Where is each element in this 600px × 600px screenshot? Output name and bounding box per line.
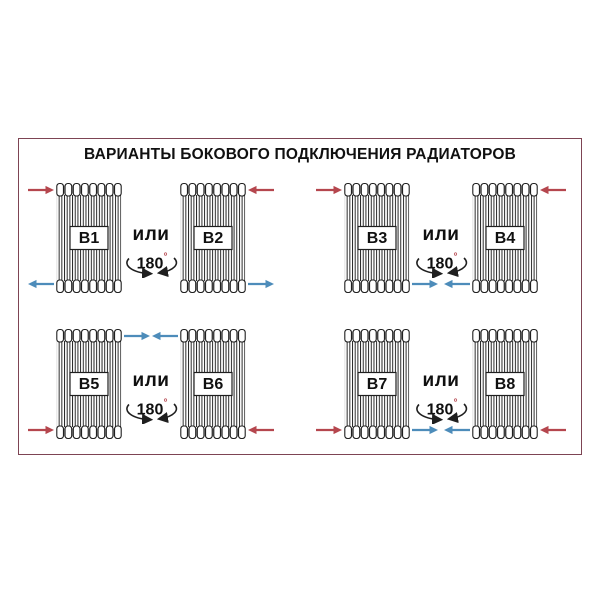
diagram-title: ВАРИАНТЫ БОКОВОГО ПОДКЛЮЧЕНИЯ РАДИАТОРОВ: [84, 146, 516, 163]
supply-arrow: [316, 425, 342, 435]
radiator-7: В7: [344, 328, 410, 440]
rotate-180-icon: 180 °: [416, 398, 468, 424]
return-arrow-icon: [444, 425, 470, 435]
or-label: или: [422, 370, 460, 391]
supply-arrow: [540, 185, 566, 195]
return-arrow-icon: [444, 279, 470, 289]
radiator-label: В2: [203, 230, 224, 247]
radiator-1: В1: [56, 182, 122, 294]
radiator-icon: В6: [180, 328, 246, 440]
return-arrow-icon: [412, 425, 438, 435]
degree-mark: °: [164, 398, 168, 409]
return-arrow-icon: [248, 279, 274, 289]
supply-arrow-icon: [248, 425, 274, 435]
or-label: или: [132, 370, 170, 391]
supply-arrow-icon: [540, 185, 566, 195]
rotate-180-icon: 180 °: [126, 252, 178, 278]
return-arrow: [444, 279, 470, 289]
radiator-2: В2: [180, 182, 246, 294]
or-connector: или 180 °: [413, 370, 469, 424]
return-arrow: [152, 331, 178, 341]
supply-arrow-icon: [248, 185, 274, 195]
rotation-value: 180: [427, 256, 454, 273]
supply-arrow: [248, 425, 274, 435]
or-connector: или 180 °: [123, 370, 179, 424]
return-arrow-icon: [412, 279, 438, 289]
supply-arrow: [28, 185, 54, 195]
return-arrow-icon: [124, 331, 150, 341]
degree-mark: °: [454, 252, 458, 263]
rotation-value: 180: [137, 402, 164, 419]
return-arrow: [444, 425, 470, 435]
radiator-8: В8: [472, 328, 538, 440]
return-arrow-icon: [152, 331, 178, 341]
return-arrow: [248, 279, 274, 289]
radiator-6: В6: [180, 328, 246, 440]
or-connector: или 180 °: [123, 224, 179, 278]
or-label: или: [132, 224, 170, 245]
supply-arrow-icon: [28, 185, 54, 195]
radiator-4: В4: [472, 182, 538, 294]
degree-mark: °: [164, 252, 168, 263]
rotation-value: 180: [427, 402, 454, 419]
supply-arrow-icon: [28, 425, 54, 435]
supply-arrow: [28, 425, 54, 435]
rotate-180-icon: 180 °: [416, 252, 468, 278]
supply-arrow-icon: [316, 425, 342, 435]
supply-arrow: [248, 185, 274, 195]
radiator-label: В5: [79, 376, 100, 393]
return-arrow: [28, 279, 54, 289]
radiator-icon: В3: [344, 182, 410, 294]
or-connector: или 180 °: [413, 224, 469, 278]
return-arrow: [124, 331, 150, 341]
supply-arrow: [540, 425, 566, 435]
radiator-label: В6: [203, 376, 224, 393]
supply-arrow-icon: [316, 185, 342, 195]
radiator-label: В7: [367, 376, 388, 393]
or-label: или: [422, 224, 460, 245]
radiator-label: В3: [367, 230, 388, 247]
radiator-label: В8: [495, 376, 516, 393]
radiator-icon: В2: [180, 182, 246, 294]
supply-arrow: [316, 185, 342, 195]
radiator-icon: В1: [56, 182, 122, 294]
degree-mark: °: [454, 398, 458, 409]
radiator-icon: В5: [56, 328, 122, 440]
radiator-5: В5: [56, 328, 122, 440]
radiator-label: В1: [79, 230, 100, 247]
radiator-3: В3: [344, 182, 410, 294]
radiator-label: В4: [495, 230, 516, 247]
return-arrow-icon: [28, 279, 54, 289]
supply-arrow-icon: [540, 425, 566, 435]
rotation-value: 180: [137, 256, 164, 273]
return-arrow: [412, 279, 438, 289]
return-arrow: [412, 425, 438, 435]
radiator-icon: В7: [344, 328, 410, 440]
radiator-icon: В4: [472, 182, 538, 294]
radiator-icon: В8: [472, 328, 538, 440]
rotate-180-icon: 180 °: [126, 398, 178, 424]
